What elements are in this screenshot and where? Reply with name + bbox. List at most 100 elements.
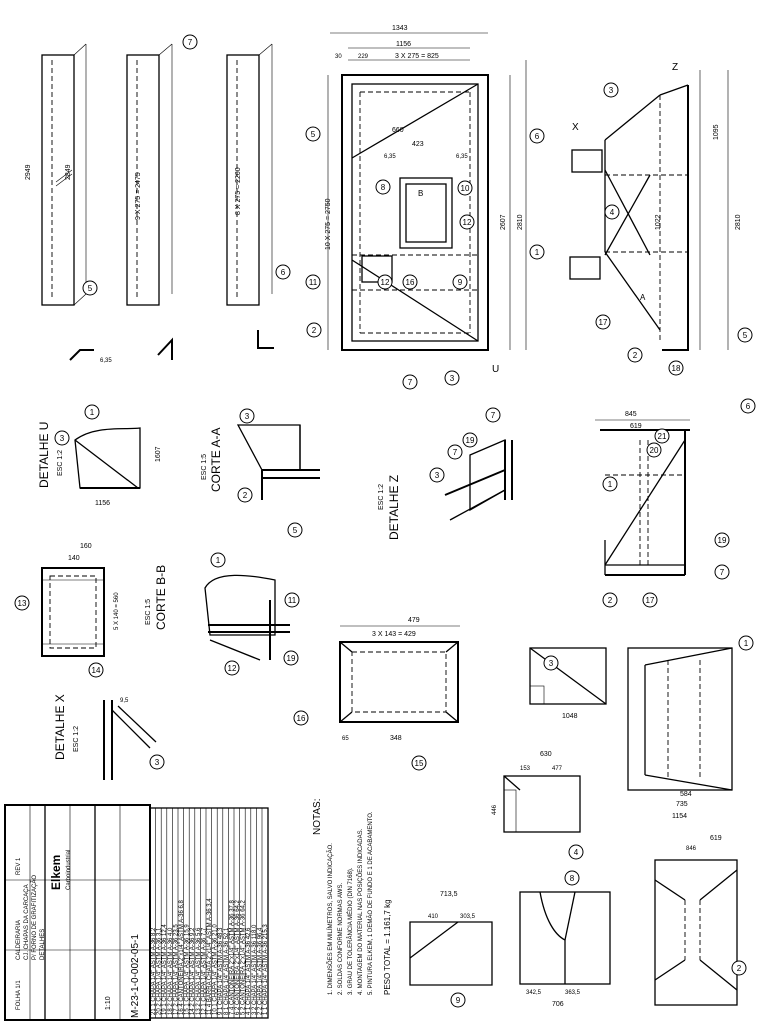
part-balloon-number: 7 [453, 448, 458, 457]
dim-d1343: 1343 [392, 25, 408, 32]
part-balloon-number: 12 [228, 664, 237, 673]
part-balloon-number: 19 [287, 654, 296, 663]
part-balloon-number: 7 [408, 378, 413, 387]
part-balloon [529, 128, 545, 144]
parts-row: 3 2 CHAPA 1/4" ASTM A-36 118,0 [252, 924, 258, 1015]
part-balloon [714, 532, 730, 548]
part-balloon-number: 17 [599, 318, 608, 327]
dim-d2849: 2849 [65, 164, 72, 180]
part-balloon [595, 314, 611, 330]
part-balloon [305, 126, 321, 142]
frame-plan-479: 479 3 X 143 = 429 348 65 [339, 617, 460, 742]
parts-row: 2 2 CHAPA 1/4" ASTM A-36 96,4 [257, 927, 263, 1015]
dim-d706: 706 [552, 1001, 564, 1008]
part-balloon-number: 1 [216, 556, 221, 565]
part-balloon [668, 360, 684, 376]
part-balloon-number: 2 [243, 491, 248, 500]
label-corte-aa: CORTE A-A [209, 428, 223, 492]
svg-text:A: A [640, 293, 646, 302]
part-balloon [375, 179, 391, 195]
part-balloon-number: 16 [406, 278, 415, 287]
part-balloon-number: 1 [535, 248, 540, 257]
part-balloon-number: 6 [281, 268, 286, 277]
angle-profile-6: 8 X 275 = 2200 [226, 43, 273, 306]
part-balloon [731, 960, 747, 976]
part-balloon [714, 564, 730, 580]
part-balloon-number: 3 [155, 758, 160, 767]
plate-8: 342,5 363,5 706 [519, 891, 611, 1008]
dim-d3635: 363,5 [565, 990, 581, 996]
part-balloon [377, 274, 393, 290]
dim-d446: 446 [492, 804, 498, 815]
dim-d153: 153 [520, 766, 531, 772]
part-balloon-number: 1 [744, 639, 749, 648]
note-5: 5. PINTURA ELKEM, 1 DEMÃO DE FUNDO E 1 D… [367, 811, 374, 995]
svg-text:1607: 1607 [155, 446, 162, 462]
part-balloon [284, 592, 300, 608]
parts-row: 18 2 CHAPA 1/4" ASTM A-36 4,0 [168, 927, 174, 1015]
drawing-number: M-23-1-0-002-05-1 [130, 934, 141, 1018]
parts-row: 5 2 CANTONEIRA 2"x1/4" ASTM A-36 64,2 [241, 899, 247, 1015]
plate-1: 584 735 1154 [627, 647, 733, 820]
note-3: 3. GRAU DE TOLERÂNCIA MÉDIO (DIN 7168). [347, 867, 354, 995]
part-balloon-number: 2 [737, 964, 742, 973]
part-balloon-number: 14 [92, 666, 101, 675]
label-esc-12-x: ESC 1:2 [73, 726, 80, 752]
part-balloon [82, 280, 98, 296]
part-balloon [444, 370, 460, 386]
dim-d160: 160 [80, 543, 92, 550]
note-2: 2. SOLDAS CONFORME NORMAS AWS. [338, 883, 344, 995]
part-balloon-number: 8 [381, 183, 386, 192]
part-balloon-number: 3 [609, 86, 614, 95]
part-balloon [210, 552, 226, 568]
part-balloon-number: 6 [535, 132, 540, 141]
part-balloon [447, 444, 463, 460]
part-balloon-number: 18 [672, 364, 681, 373]
part-balloon [459, 214, 475, 230]
part-balloon [402, 374, 418, 390]
part-balloon-number: 12 [463, 218, 472, 227]
part-balloon-number: 4 [610, 208, 615, 217]
side-detail-right: 845 619 [595, 411, 690, 576]
dim-d1095: 1095 [713, 124, 720, 140]
part-balloon [529, 244, 545, 260]
dim-d2607: 2607 [500, 214, 507, 230]
parts-row: 6 2 CANTONEIRA 2"x1/4" ASTM A-36 64,2 [235, 899, 241, 1015]
part-balloon [54, 430, 70, 446]
dim-d3035: 303,5 [460, 914, 476, 920]
parts-row: 11 4 BARRA CHATA 2"x1/4" ASTM A-36 3,4 [207, 898, 213, 1015]
sheet-label: FOLHA 1/1 [16, 980, 22, 1010]
part-balloon [450, 992, 466, 1008]
part-balloon [149, 754, 165, 770]
dim-d8x275: 8 X 275 = 2200 [235, 167, 242, 215]
parts-row: 15 1 CHAPA 1/4" ASTM A-36 15,9 [185, 924, 191, 1015]
dim-d1154: 1154 [672, 813, 687, 820]
label-detalhe-z: DETALHE Z [387, 475, 401, 540]
detail-u: 1156 DETALHE U ESC 1:2 1607 [37, 422, 162, 507]
part-balloon-number: 19 [466, 436, 475, 445]
plate-2: 619 846 [654, 835, 738, 1006]
title-line-4: DETALHES [40, 929, 46, 960]
company-name: Elkem [49, 855, 63, 890]
part-balloon [740, 398, 756, 414]
label-detalhe-u: DETALHE U [37, 422, 51, 488]
part-balloon-number: 10 [461, 184, 470, 193]
dim-d619: 619 [630, 423, 642, 430]
part-balloon-number: 11 [288, 596, 297, 605]
part-balloon [654, 428, 670, 444]
revision-label: REV 1 [16, 857, 22, 875]
part-balloon-number: 3 [245, 412, 250, 421]
title-line-3: P/ FORNO DE GRAFITIZAÇÃO [31, 875, 38, 960]
title-line-2: CJ. CHAPAS DA CARCAÇA [24, 884, 30, 960]
part-balloon-number: 5 [743, 331, 748, 340]
part-balloon-number: 5 [311, 130, 316, 139]
dim-d3425: 342,5 [526, 990, 542, 996]
detail-z: DETALHE Z ESC 1:2 [378, 439, 513, 540]
part-balloon [603, 82, 619, 98]
parts-row: 14 2 CHAPA 1/4" ASTM A-36 9,2 [190, 927, 196, 1015]
title-line-1: CALDEIRARIA [16, 920, 22, 960]
dim-d3x143: 3 X 143 = 429 [372, 631, 416, 638]
dim-d95: 9,5 [120, 698, 129, 704]
parts-row: 16 4 CANTONEIRA 2"x1/4" ASTM A-36 6,8 [179, 899, 185, 1015]
parts-row: 19 1 CHAPA 1/4" ASTM A-36 12,4 [162, 924, 168, 1015]
